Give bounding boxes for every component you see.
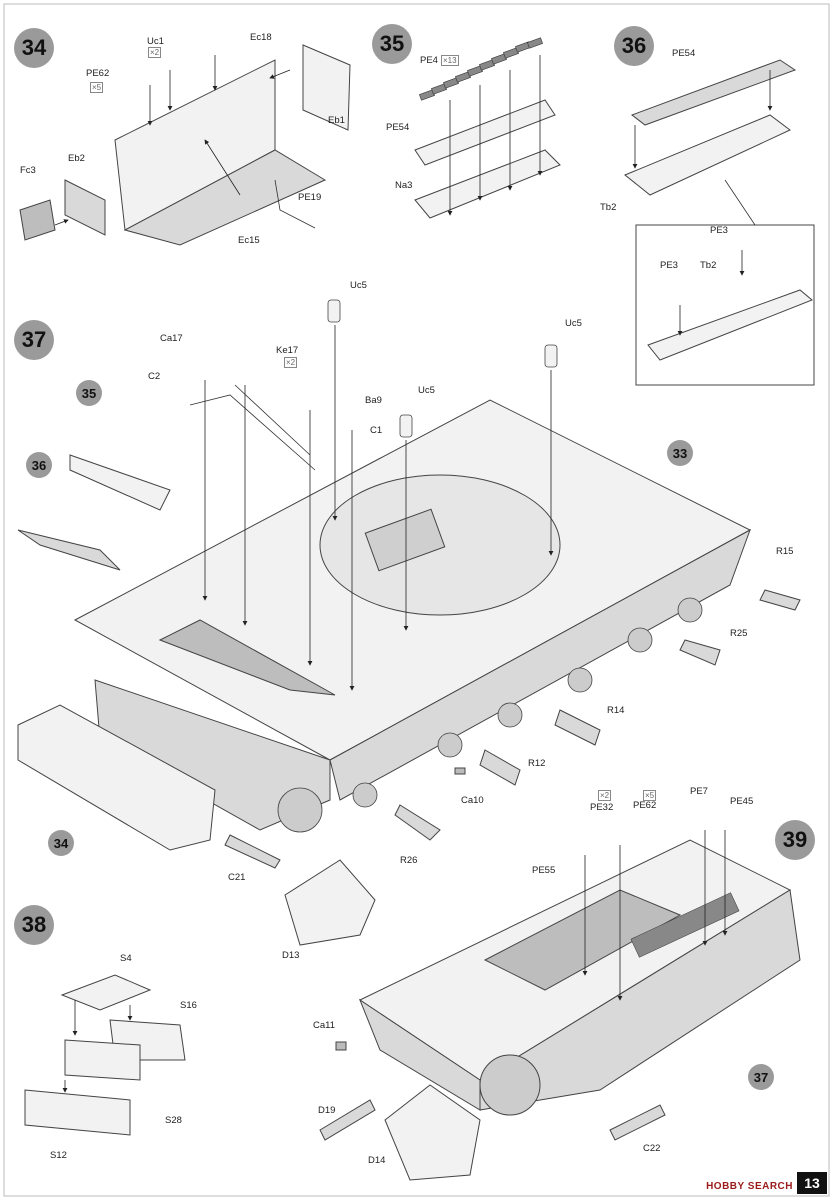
step-36-drawing bbox=[624, 59, 815, 386]
part-label-pe54-36: PE54 bbox=[672, 48, 696, 59]
page-number: 13 bbox=[797, 1172, 827, 1194]
watermark-logo: HOBBY SEARCH bbox=[706, 1181, 793, 1192]
part-label-uc1: Uc1 bbox=[147, 36, 164, 47]
part-label-tb2-detail: Tb2 bbox=[700, 260, 717, 271]
part-label-pe4: PE4 bbox=[420, 55, 438, 66]
part-label-eb1: Eb1 bbox=[328, 115, 345, 126]
part-label-pe7: PE7 bbox=[690, 786, 708, 797]
part-label-c2: C2 bbox=[148, 371, 161, 382]
qty-pe32: ×2 bbox=[598, 790, 612, 801]
part-label-pe19: PE19 bbox=[298, 192, 322, 203]
part-label-s16: S16 bbox=[180, 1000, 197, 1011]
ref-step-37: 37 bbox=[748, 1064, 774, 1090]
qty-uc1: ×2 bbox=[148, 47, 162, 58]
part-label-r15: R15 bbox=[776, 546, 794, 557]
part-label-c1: C1 bbox=[370, 425, 383, 436]
part-label-uc5-mid: Uc5 bbox=[418, 385, 435, 396]
step-number-39: 39 bbox=[775, 820, 815, 860]
qty-pe4: ×13 bbox=[441, 55, 459, 66]
part-label-pe62: PE62 bbox=[86, 68, 110, 79]
part-label-pe62-39: PE62 bbox=[633, 800, 657, 811]
part-label-d13: D13 bbox=[282, 950, 300, 961]
part-label-r25: R25 bbox=[730, 628, 748, 639]
part-label-pe54-35: PE54 bbox=[386, 122, 410, 133]
step-34-drawing bbox=[19, 44, 351, 246]
step-number-36: 36 bbox=[614, 26, 654, 66]
part-label-fc3: Fc3 bbox=[20, 165, 36, 176]
part-label-r26: R26 bbox=[400, 855, 418, 866]
part-label-s28: S28 bbox=[165, 1115, 182, 1126]
part-label-s4: S4 bbox=[120, 953, 132, 964]
ref-step-34: 34 bbox=[48, 830, 74, 856]
part-label-d14: D14 bbox=[368, 1155, 386, 1166]
ref-step-33: 33 bbox=[667, 440, 693, 466]
part-label-ca10: Ca10 bbox=[461, 795, 484, 806]
qty-ke17: ×2 bbox=[284, 357, 298, 368]
step-number-35: 35 bbox=[372, 24, 412, 64]
part-label-ca17: Ca17 bbox=[160, 333, 183, 344]
part-label-na3: Na3 bbox=[395, 180, 413, 191]
ref-step-36: 36 bbox=[26, 452, 52, 478]
part-label-pe32: PE32 bbox=[590, 802, 614, 813]
step-38-drawing bbox=[24, 974, 186, 1136]
ref-step-35: 35 bbox=[76, 380, 102, 406]
step-number-38: 38 bbox=[14, 905, 54, 945]
part-label-ec15: Ec15 bbox=[238, 235, 260, 246]
part-label-tb2: Tb2 bbox=[600, 202, 617, 213]
qty-pe62: ×5 bbox=[90, 82, 104, 93]
part-label-eb2: Eb2 bbox=[68, 153, 85, 164]
part-label-r12: R12 bbox=[528, 758, 546, 769]
part-label-pe3-right: PE3 bbox=[710, 225, 728, 236]
part-label-r14: R14 bbox=[607, 705, 625, 716]
step-35-drawing bbox=[414, 37, 561, 219]
part-label-c22: C22 bbox=[643, 1143, 661, 1154]
part-label-uc5-top: Uc5 bbox=[350, 280, 367, 291]
part-label-d19: D19 bbox=[318, 1105, 336, 1116]
part-label-ke17: Ke17 bbox=[276, 345, 299, 356]
part-label-pe3-left: PE3 bbox=[660, 260, 678, 271]
part-label-pe45: PE45 bbox=[730, 796, 754, 807]
step-37-hull-drawing bbox=[17, 299, 801, 946]
part-label-ec18: Ec18 bbox=[250, 32, 272, 43]
part-label-pe55: PE55 bbox=[532, 865, 556, 876]
step-number-37: 37 bbox=[14, 320, 54, 360]
part-label-ca11: Ca11 bbox=[313, 1020, 336, 1031]
part-label-ba9: Ba9 bbox=[365, 395, 382, 406]
part-label-s12: S12 bbox=[50, 1150, 67, 1161]
step-39-drawing bbox=[319, 830, 801, 1181]
part-label-c21: C21 bbox=[228, 872, 246, 883]
qty-pe62-39: ×5 bbox=[643, 790, 657, 801]
part-label-uc5-right: Uc5 bbox=[565, 318, 582, 329]
step-number-34: 34 bbox=[14, 28, 54, 68]
